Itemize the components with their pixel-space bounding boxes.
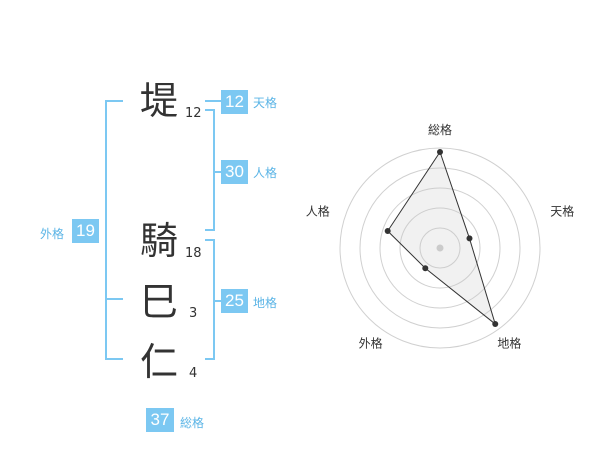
chikaku-bracket-join bbox=[215, 300, 221, 302]
jinkaku-bracket-bottom bbox=[205, 229, 215, 231]
radar-axis-label: 人格 bbox=[306, 204, 330, 219]
radar-point bbox=[422, 265, 429, 272]
radar-center-dot bbox=[436, 244, 444, 252]
radar-grid-ring bbox=[359, 167, 521, 329]
character-3: 巳 bbox=[140, 280, 179, 324]
radar-point bbox=[466, 235, 473, 242]
radar-grid-ring bbox=[379, 187, 501, 309]
radar-point bbox=[384, 228, 391, 235]
radar-grid-ring bbox=[399, 207, 481, 289]
radar-points bbox=[384, 149, 499, 328]
tenkaku-label: 天格 bbox=[253, 96, 278, 110]
radar-axis-label: 地格 bbox=[497, 335, 521, 350]
gaikaku-value-badge: 19 bbox=[72, 219, 99, 243]
character-2-strokes: 18 bbox=[185, 246, 202, 261]
jinkaku-bracket-top bbox=[205, 109, 215, 111]
radar-point bbox=[492, 321, 499, 328]
radar-area bbox=[387, 150, 497, 326]
chikaku-bracket-top bbox=[205, 239, 215, 241]
jinkaku-value-badge: 30 bbox=[221, 160, 248, 184]
radar-axis-label: 総格 bbox=[428, 122, 452, 137]
gaikaku-bracket-bottom bbox=[105, 358, 123, 360]
radar-axis-label: 天格 bbox=[550, 204, 574, 219]
radar-axis-label: 外格 bbox=[359, 335, 383, 350]
gaikaku-bracket-top bbox=[105, 100, 123, 102]
soukaku-value-badge: 37 bbox=[146, 408, 174, 432]
soukaku-label: 総格 bbox=[180, 416, 205, 430]
radar-grid-ring bbox=[419, 227, 461, 269]
chikaku-bracket-bottom bbox=[205, 358, 215, 360]
chikaku-value-badge: 25 bbox=[221, 289, 248, 313]
character-1-strokes: 12 bbox=[185, 106, 202, 121]
gaikaku-label: 外格 bbox=[40, 227, 65, 241]
character-4-strokes: 4 bbox=[189, 366, 198, 381]
character-3-strokes: 3 bbox=[189, 306, 198, 321]
gaikaku-bracket-mid bbox=[105, 298, 123, 300]
character-4: 仁 bbox=[140, 340, 179, 384]
jinkaku-bracket-spine bbox=[213, 109, 215, 231]
chikaku-bracket-spine bbox=[213, 239, 215, 360]
gaikaku-bracket-spine bbox=[105, 100, 107, 360]
jinkaku-label: 人格 bbox=[253, 166, 278, 180]
tenkaku-value-badge: 12 bbox=[221, 90, 248, 114]
radar-grid-ring bbox=[339, 147, 541, 349]
tenkaku-bracket-top bbox=[205, 100, 221, 102]
character-2: 騎 bbox=[140, 219, 179, 263]
radar-grid bbox=[339, 147, 541, 349]
character-1: 堤 bbox=[140, 79, 179, 123]
jinkaku-bracket-join bbox=[215, 171, 221, 173]
radar-point bbox=[437, 149, 443, 155]
chikaku-label: 地格 bbox=[253, 296, 278, 310]
